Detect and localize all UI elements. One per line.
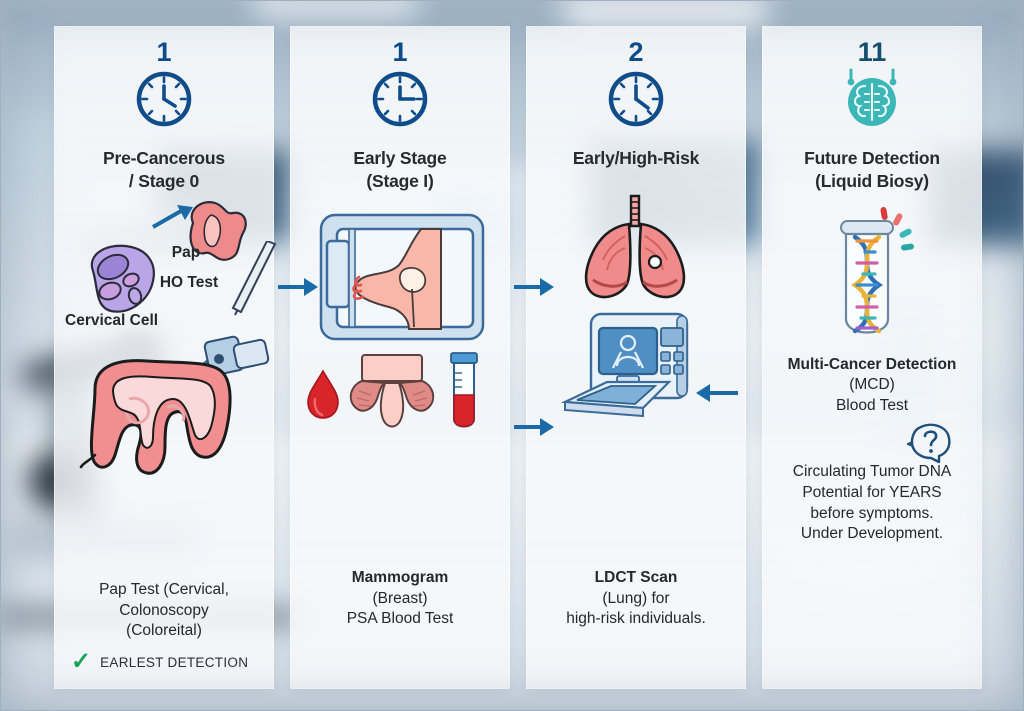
column-title-line1: Pre-Cancerous — [103, 148, 225, 168]
caption-line-3: before symptoms. — [810, 504, 934, 522]
step-number: 2 — [628, 37, 644, 67]
caption-line-3: PSA Blood Test — [346, 610, 454, 628]
column-title: Future Detection (Liquid Biosy) — [804, 147, 940, 193]
arrow-col2-to-col3-lower — [514, 418, 554, 436]
headline-line-3: Blood Test — [835, 396, 909, 414]
clock-icon — [368, 67, 432, 131]
earliest-detection-badge: ✓ EARLEST DETECTION — [55, 650, 248, 688]
ct-scanner-icon — [560, 312, 689, 417]
brain-icon — [835, 67, 909, 131]
mammogram-machine-icon — [319, 213, 485, 340]
column-title-line2: (Liquid Biosy) — [815, 170, 929, 191]
column-title: Pre-Cancerous / Stage 0 — [103, 147, 225, 193]
check-icon: ✓ — [71, 648, 92, 675]
column-title-line1: Early Stage — [353, 148, 447, 168]
pap-label: Pap — [171, 243, 201, 261]
column-title-line2: / Stage 0 — [128, 170, 200, 191]
dna-test-tube-icon — [840, 206, 914, 333]
column-caption: Circulating Tumor DNA Potential for YEAR… — [785, 462, 960, 544]
lungs-icon — [584, 194, 686, 299]
column-caption: LDCT Scan (Lung) for high-risk individua… — [558, 568, 714, 630]
clock-icon — [604, 67, 668, 131]
clock-icon — [132, 67, 196, 131]
bg-ceiling-light-2 — [250, 0, 420, 18]
caption-line-1: Pap Test (Cervical, — [99, 581, 229, 599]
hpv-test-label: HO Test — [159, 273, 219, 291]
colon-icon — [79, 358, 232, 475]
caption-line-3: high-risk individuals. — [566, 610, 706, 628]
caption-line-4: Under Development. — [800, 525, 944, 543]
step-number: 1 — [392, 37, 408, 67]
column-artwork — [291, 193, 509, 569]
column-artwork: Pap HO Test Cervical Cell — [55, 193, 277, 581]
headline-line-2: (MCD) — [849, 376, 895, 394]
prostate-icon — [349, 353, 435, 427]
column-pre-cancerous[interactable]: 1 Pre-Cancerous / Stage 0 — [54, 26, 277, 689]
column-title: Early/High-Risk — [572, 147, 700, 170]
cervical-cell-label: Cervical Cell — [65, 311, 159, 329]
column-caption: Mammogram (Breast) PSA Blood Test — [339, 568, 462, 630]
column-artwork — [763, 193, 981, 353]
swab-icon — [231, 240, 277, 315]
column-title: Early Stage (Stage I) — [353, 147, 446, 193]
column-early-high-risk[interactable]: 2 Early/High-Risk — [526, 26, 746, 689]
column-title-line2: (Stage I) — [366, 170, 434, 191]
earliest-detection-label: EARLEST DETECTION — [100, 654, 249, 670]
headline: Multi-Cancer Detection (MCD) Blood Test — [780, 355, 965, 417]
bg-ceiling-light — [560, 0, 770, 28]
column-artwork — [527, 170, 745, 568]
headline-line-1: Multi-Cancer Detection — [787, 355, 957, 373]
caption-line-2: Potential for YEARS — [802, 483, 942, 501]
step-number: 1 — [156, 37, 172, 67]
column-title-line1: Early/High-Risk — [572, 148, 700, 168]
caption-line-2: Colonoscopy — [119, 601, 209, 619]
column-early-stage[interactable]: 1 Early Stage (Stage I) — [290, 26, 510, 689]
question-head-icon — [907, 424, 951, 464]
blood-drop-icon — [307, 368, 339, 419]
arrow-cell-to-tissue-icon — [152, 204, 193, 229]
test-tube-icon — [450, 351, 478, 427]
arrow-col2-to-col3 — [514, 278, 554, 296]
caption-line-1: Circulating Tumor DNA — [792, 463, 952, 481]
cervix-tissue-icon — [189, 200, 247, 261]
column-future-detection[interactable]: 11 Future Detection — [762, 26, 982, 689]
caption-line-2: (Lung) for — [602, 589, 670, 607]
caption-line-2: (Breast) — [372, 589, 428, 607]
caption-line-1: Mammogram — [351, 569, 449, 587]
column-caption: Pap Test (Cervical, Colonoscopy (Colorei… — [91, 580, 237, 642]
caption-line-3: (Coloreital) — [126, 622, 202, 640]
step-number: 11 — [857, 37, 887, 67]
caption-line-1: LDCT Scan — [594, 569, 678, 587]
column-title-line1: Future Detection — [804, 148, 940, 168]
arrow-col1-to-col2 — [278, 278, 318, 296]
cervical-cell-icon — [90, 244, 155, 313]
arrow-col4-to-col3 — [696, 384, 738, 402]
